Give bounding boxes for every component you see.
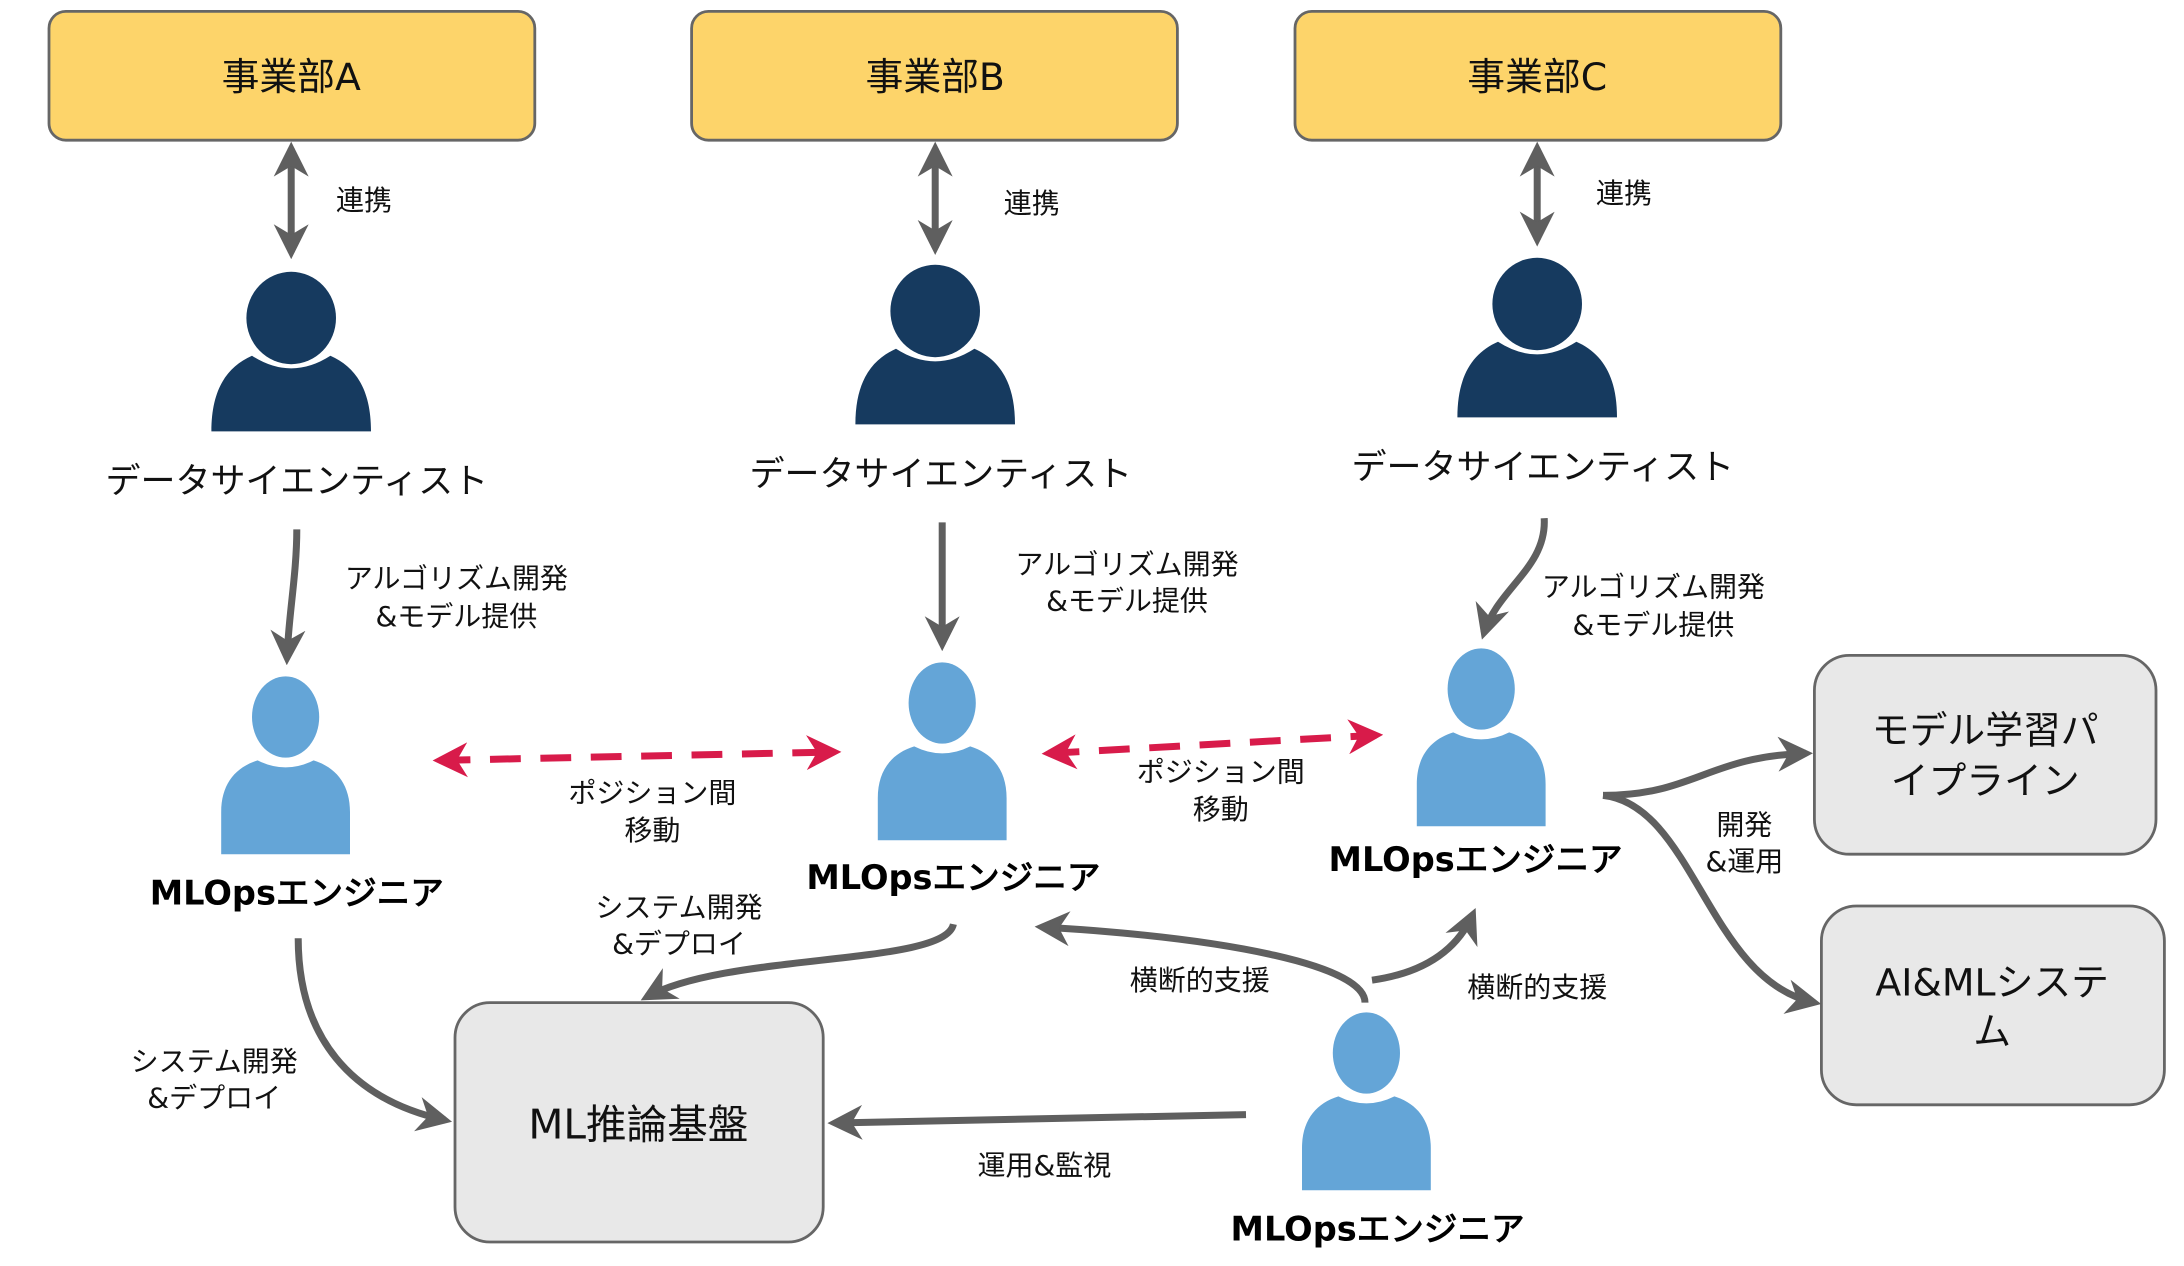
system-label: モデル学習パ bbox=[1872, 709, 2099, 753]
algo-arrow-a bbox=[270, 529, 306, 666]
position-move-label: 移動 bbox=[624, 814, 680, 847]
deploy-label: &デプロイ bbox=[147, 1082, 281, 1115]
algo-label: アルゴリズム開発 bbox=[345, 562, 568, 595]
data-scientist-label: データサイエンティスト bbox=[106, 462, 489, 502]
position-move-label: ポジション間 bbox=[568, 776, 736, 809]
mlops-engineer-label: MLOpsエンジニア bbox=[1329, 840, 1623, 879]
dev-ops-arrow-aiml bbox=[1602, 791, 1822, 1014]
person-icon bbox=[877, 662, 1007, 841]
system-label: ム bbox=[1973, 1010, 2011, 1054]
business-unit-label: 事業部A bbox=[222, 55, 361, 99]
person-icon bbox=[221, 676, 350, 855]
model-training-pipeline-box: モデル学習パ イプライン bbox=[1812, 654, 2158, 856]
business-unit-a: 事業部A bbox=[47, 10, 537, 142]
business-unit-label: 事業部C bbox=[1467, 55, 1607, 99]
person-icon bbox=[211, 271, 371, 432]
position-move-label: 移動 bbox=[1193, 793, 1249, 826]
algo-label: アルゴリズム開発 bbox=[1542, 571, 1765, 604]
person-icon bbox=[855, 264, 1015, 425]
algo-arrow-c bbox=[1475, 518, 1548, 640]
deploy-label: &デプロイ bbox=[612, 928, 746, 961]
system-label: AI&MLシステ bbox=[1875, 961, 2109, 1005]
algo-label: アルゴリズム開発 bbox=[1015, 548, 1238, 581]
mlops-engineer-label: MLOpsエンジニア bbox=[150, 874, 444, 913]
position-move-label: ポジション間 bbox=[1137, 755, 1305, 788]
algo-label: &モデル提供 bbox=[1046, 585, 1208, 618]
system-label: ML推論基盤 bbox=[528, 1100, 748, 1148]
collab-label: 連携 bbox=[1596, 177, 1652, 210]
system-label: イプライン bbox=[1891, 759, 2080, 803]
business-unit-c: 事業部C bbox=[1293, 10, 1783, 142]
position-move-arrow bbox=[432, 735, 842, 778]
data-scientist-label: データサイエンティスト bbox=[1352, 448, 1735, 488]
deploy-label: システム開発 bbox=[131, 1045, 298, 1078]
business-unit-b: 事業部B bbox=[690, 10, 1179, 142]
deploy-label: システム開発 bbox=[595, 891, 762, 924]
ai-ml-system-box: AI&MLシステ ム bbox=[1819, 904, 2166, 1107]
dev-ops-label: &運用 bbox=[1705, 845, 1783, 878]
cross-support-arrow-c bbox=[1371, 908, 1478, 984]
mlops-engineer-label: MLOpsエンジニア bbox=[806, 858, 1100, 897]
collab-label: 連携 bbox=[1004, 187, 1060, 220]
algo-label: &モデル提供 bbox=[375, 600, 537, 633]
ops-monitor-label: 運用&監視 bbox=[977, 1149, 1111, 1182]
ops-monitor-arrow bbox=[827, 1104, 1247, 1140]
data-scientist-label: データサイエンティスト bbox=[750, 455, 1133, 495]
mlops-engineer-label: MLOpsエンジニア bbox=[1231, 1210, 1525, 1249]
deploy-arrow-a bbox=[294, 938, 453, 1132]
business-unit-label: 事業部B bbox=[866, 55, 1005, 99]
person-icon bbox=[1302, 1012, 1431, 1191]
position-move-arrow bbox=[1041, 719, 1384, 770]
dev-ops-arrow-pipeline bbox=[1602, 736, 1813, 799]
cross-support-label: 横断的支援 bbox=[1467, 971, 1607, 1004]
ml-inference-platform-box: ML推論基盤 bbox=[453, 1001, 825, 1244]
person-icon bbox=[1457, 257, 1617, 418]
cross-support-arrow-b bbox=[1034, 911, 1369, 1004]
algo-label: &モデル提供 bbox=[1572, 608, 1734, 641]
collab-label: 連携 bbox=[336, 184, 392, 217]
cross-support-label: 横断的支援 bbox=[1130, 964, 1270, 997]
person-icon bbox=[1416, 648, 1546, 827]
dev-ops-label: 開発 bbox=[1716, 809, 1772, 842]
deploy-arrow-b bbox=[640, 922, 957, 1001]
